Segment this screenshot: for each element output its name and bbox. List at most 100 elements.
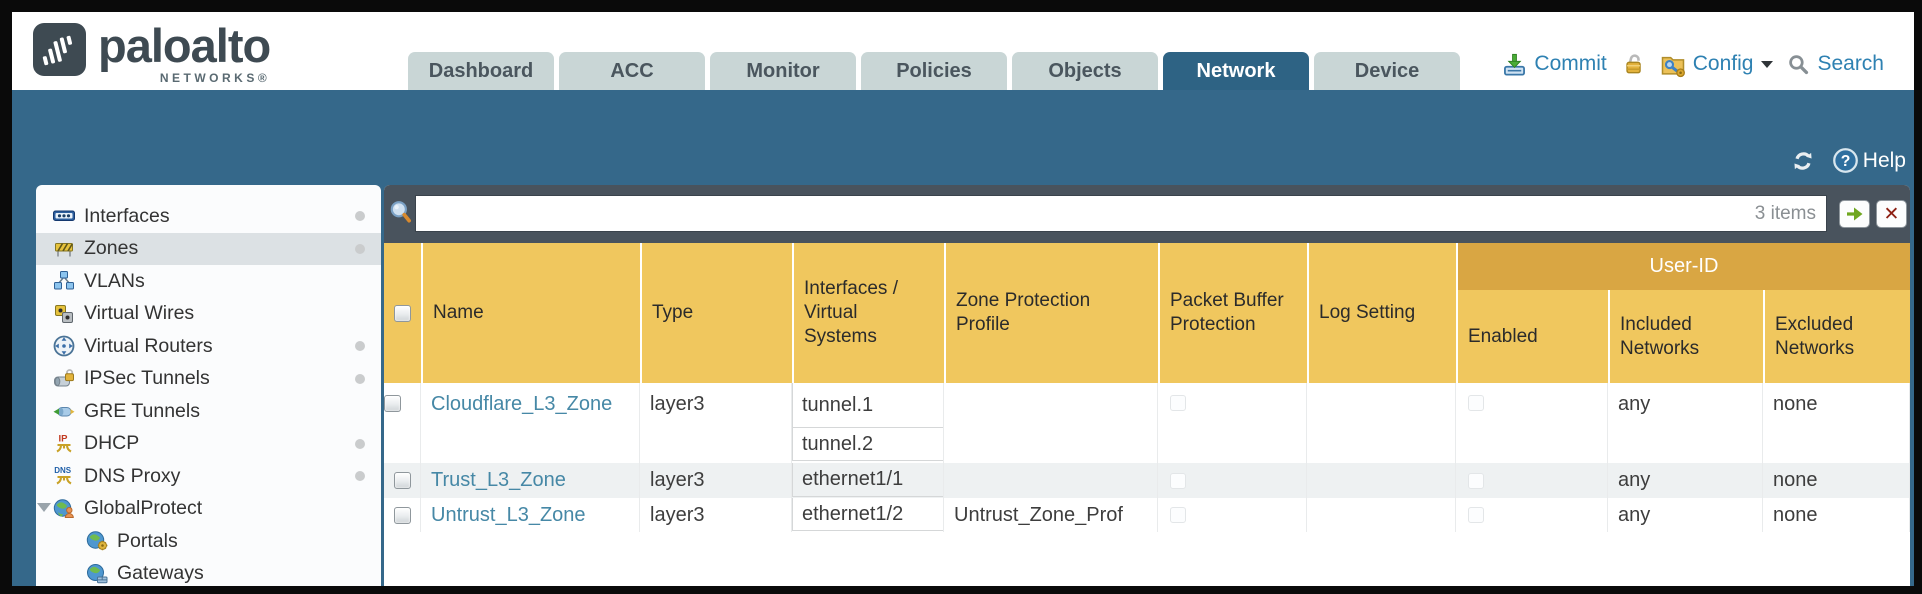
svg-text:IP: IP [59, 433, 69, 444]
cell-zone-protection-profile [944, 463, 1158, 498]
items-count: 3 items [1754, 203, 1816, 224]
cell-log-setting [1307, 383, 1456, 463]
column-header-packet-buffer-protection[interactable]: Packet Buffer Protection [1158, 243, 1307, 383]
cell-type: layer3 [640, 498, 792, 532]
sidebar-item-label: GRE Tunnels [84, 399, 200, 422]
search-icon [1789, 54, 1809, 74]
column-header-name[interactable]: Name [421, 243, 640, 383]
row-select-checkbox[interactable] [393, 472, 411, 489]
clear-filter-button[interactable]: ✕ [1876, 200, 1907, 228]
column-header-interfaces-virtual-systems[interactable]: Interfaces / Virtual Systems [792, 243, 944, 383]
interface-item: tunnel.2 [792, 427, 943, 461]
filter-input-wrap: 3 items [415, 195, 1827, 232]
commit-icon [1504, 53, 1526, 76]
sidebar-item-vlans[interactable]: VLANs [36, 265, 381, 298]
status-dot [355, 373, 365, 384]
brand-text: paloalto NETWORKS® [98, 22, 271, 85]
config-menu[interactable]: Config [1659, 50, 1774, 78]
tab-objects[interactable]: Objects [1012, 52, 1158, 90]
virtual-wires-icon [52, 302, 76, 326]
interfaces-icon [52, 204, 76, 228]
column-header-label: Excluded Networks [1775, 313, 1855, 359]
cell-excluded-networks: none [1763, 463, 1910, 498]
lock-icon[interactable] [1620, 51, 1646, 77]
cell-select [384, 383, 421, 463]
tab-policies[interactable]: Policies [861, 52, 1007, 90]
column-header-included-networks[interactable]: Included Networks [1608, 243, 1763, 383]
status-dot [355, 471, 365, 482]
commit-label: Commit [1534, 52, 1607, 75]
teal-band: ? Help [12, 90, 1914, 185]
virtual-routers-icon [52, 334, 76, 358]
cell-select [384, 463, 421, 498]
sidebar-item-label: Virtual Wires [84, 302, 195, 325]
sidebar-item-virtual-wires[interactable]: Virtual Wires [36, 298, 381, 331]
column-header-excluded-networks[interactable]: Excluded Networks [1763, 243, 1910, 383]
svg-text:?: ? [1840, 153, 1850, 170]
sidebar-item-dns-proxy[interactable]: DNS DNS Proxy [36, 460, 381, 493]
sidebar-item-label: VLANs [84, 269, 145, 292]
dns-proxy-icon: DNS [52, 464, 76, 488]
portals-icon [85, 529, 109, 553]
sidebar-item-gre-tunnels[interactable]: GRE Tunnels [36, 395, 381, 428]
sidebar-item-label: IPSec Tunnels [84, 367, 210, 390]
vlans-icon [52, 269, 76, 293]
sidebar-item-dhcp[interactable]: IP DHCP [36, 428, 381, 461]
cell-excluded-networks: none [1763, 383, 1910, 463]
column-header-zone-protection-profile[interactable]: Zone Protection Profile [944, 243, 1158, 383]
select-all-checkbox[interactable] [394, 304, 411, 322]
cell-packet-buffer-protection [1158, 463, 1307, 498]
select-all-column-header [384, 243, 421, 383]
zone-name-link[interactable]: Trust_L3_Zone [431, 469, 566, 491]
column-header-type[interactable]: Type [640, 243, 792, 383]
tab-dashboard[interactable]: Dashboard [408, 52, 554, 90]
sidebar-item-label: DHCP [84, 432, 140, 455]
gateways-icon [85, 562, 109, 586]
apply-filter-button[interactable] [1839, 200, 1870, 228]
sidebar-item-label: Zones [84, 237, 139, 260]
refresh-icon[interactable] [1790, 148, 1816, 174]
row-select-checkbox[interactable] [393, 506, 411, 524]
globalprotect-icon [52, 497, 76, 521]
sidebar-item-label: DNS Proxy [84, 464, 181, 487]
tab-monitor[interactable]: Monitor [710, 52, 856, 90]
sidebar-item-zones[interactable]: Zones [36, 232, 381, 265]
cell-included-networks: any [1608, 498, 1763, 532]
filter-input[interactable] [416, 196, 1826, 231]
row-select-checkbox[interactable] [384, 395, 401, 412]
commit-button[interactable]: Commit [1501, 51, 1607, 78]
cell-log-setting [1307, 463, 1456, 498]
help-button[interactable]: ? Help [1832, 147, 1906, 174]
tab-device[interactable]: Device [1314, 52, 1460, 90]
packet-buffer-protection-checkbox [1170, 507, 1186, 523]
sidebar-item-portals[interactable]: Portals [36, 525, 381, 558]
sidebar-item-interfaces[interactable]: Interfaces [36, 200, 381, 233]
gre-tunnels-icon [52, 399, 76, 423]
column-header-enabled[interactable]: Enabled [1456, 243, 1608, 383]
green-arrow-icon [1846, 207, 1862, 221]
sidebar-item-ipsec-tunnels[interactable]: IPSec Tunnels [36, 363, 381, 396]
sidebar-item-virtual-routers[interactable]: Virtual Routers [36, 330, 381, 363]
paloalto-logo: paloalto NETWORKS® [33, 22, 271, 85]
tab-acc[interactable]: ACC [559, 52, 705, 90]
interface-item: ethernet1/2 [792, 498, 943, 531]
search-button[interactable]: Search [1786, 52, 1884, 77]
sidebar-item-globalprotect[interactable]: GlobalProtect [36, 493, 381, 526]
user-id-group-header: User-ID [1456, 243, 1910, 290]
zone-name-link[interactable]: Cloudflare_L3_Zone [431, 393, 613, 415]
tab-network[interactable]: Network [1163, 52, 1309, 90]
status-dot [355, 341, 365, 352]
column-header-log-setting[interactable]: Log Setting [1307, 243, 1456, 383]
column-header-label: Packet Buffer Protection [1170, 290, 1284, 335]
dhcp-icon: IP [52, 432, 76, 456]
sidebar-item-gateways[interactable]: Gateways [36, 558, 381, 587]
cell-packet-buffer-protection [1158, 498, 1307, 532]
expander-triangle-icon[interactable] [37, 502, 51, 512]
zone-name-link[interactable]: Untrust_L3_Zone [431, 503, 586, 526]
column-header-label: Log Setting [1319, 302, 1416, 324]
